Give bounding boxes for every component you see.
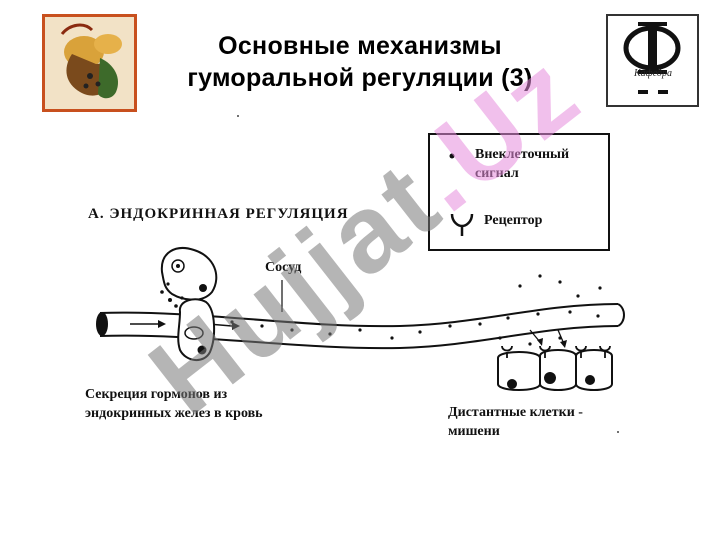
secretion-label-line1: Секреция гормонов из [85, 387, 228, 402]
secretion-label: Секреция гормонов из эндокринных желез в… [85, 385, 345, 423]
hormone-dots [160, 274, 602, 346]
receptor-icon [450, 213, 474, 236]
endocrine-gland [160, 247, 218, 361]
slide-title-line2: гуморальной регуляции (3) [187, 64, 533, 92]
legend-signal-line1: Внеклеточный [475, 147, 570, 162]
slide-title-line1: Основные механизмы [218, 32, 502, 60]
flow-arrow-head [158, 320, 166, 328]
section-label: А. ЭНДОКРИННАЯ РЕГУЛЯЦИЯ [88, 206, 349, 222]
slide-title: Основные механизмы гуморальной регуляции… [150, 30, 570, 94]
endocrine-organ-illustration [42, 14, 137, 112]
secretion-label-line2: эндокринных желез в кровь [85, 406, 263, 421]
legend-signal-line2: сигнал [475, 166, 519, 181]
targets-label: Дистантные клетки - мишени [448, 403, 668, 441]
legend-box [428, 133, 610, 251]
vessel-label: Сосуд [265, 260, 302, 275]
signal-dot-icon [449, 153, 455, 159]
logo-caption: Кафедра [634, 68, 672, 79]
legend-signal-label: Внеклеточный сигнал [475, 145, 569, 183]
target-cells [497, 329, 613, 391]
targets-label-line2: мишени [448, 424, 500, 439]
legend-receptor-label: Рецептор [484, 213, 543, 228]
targets-label-line1: Дистантные клетки - [448, 405, 583, 420]
blood-vessel [96, 303, 625, 350]
department-logo [606, 14, 699, 107]
